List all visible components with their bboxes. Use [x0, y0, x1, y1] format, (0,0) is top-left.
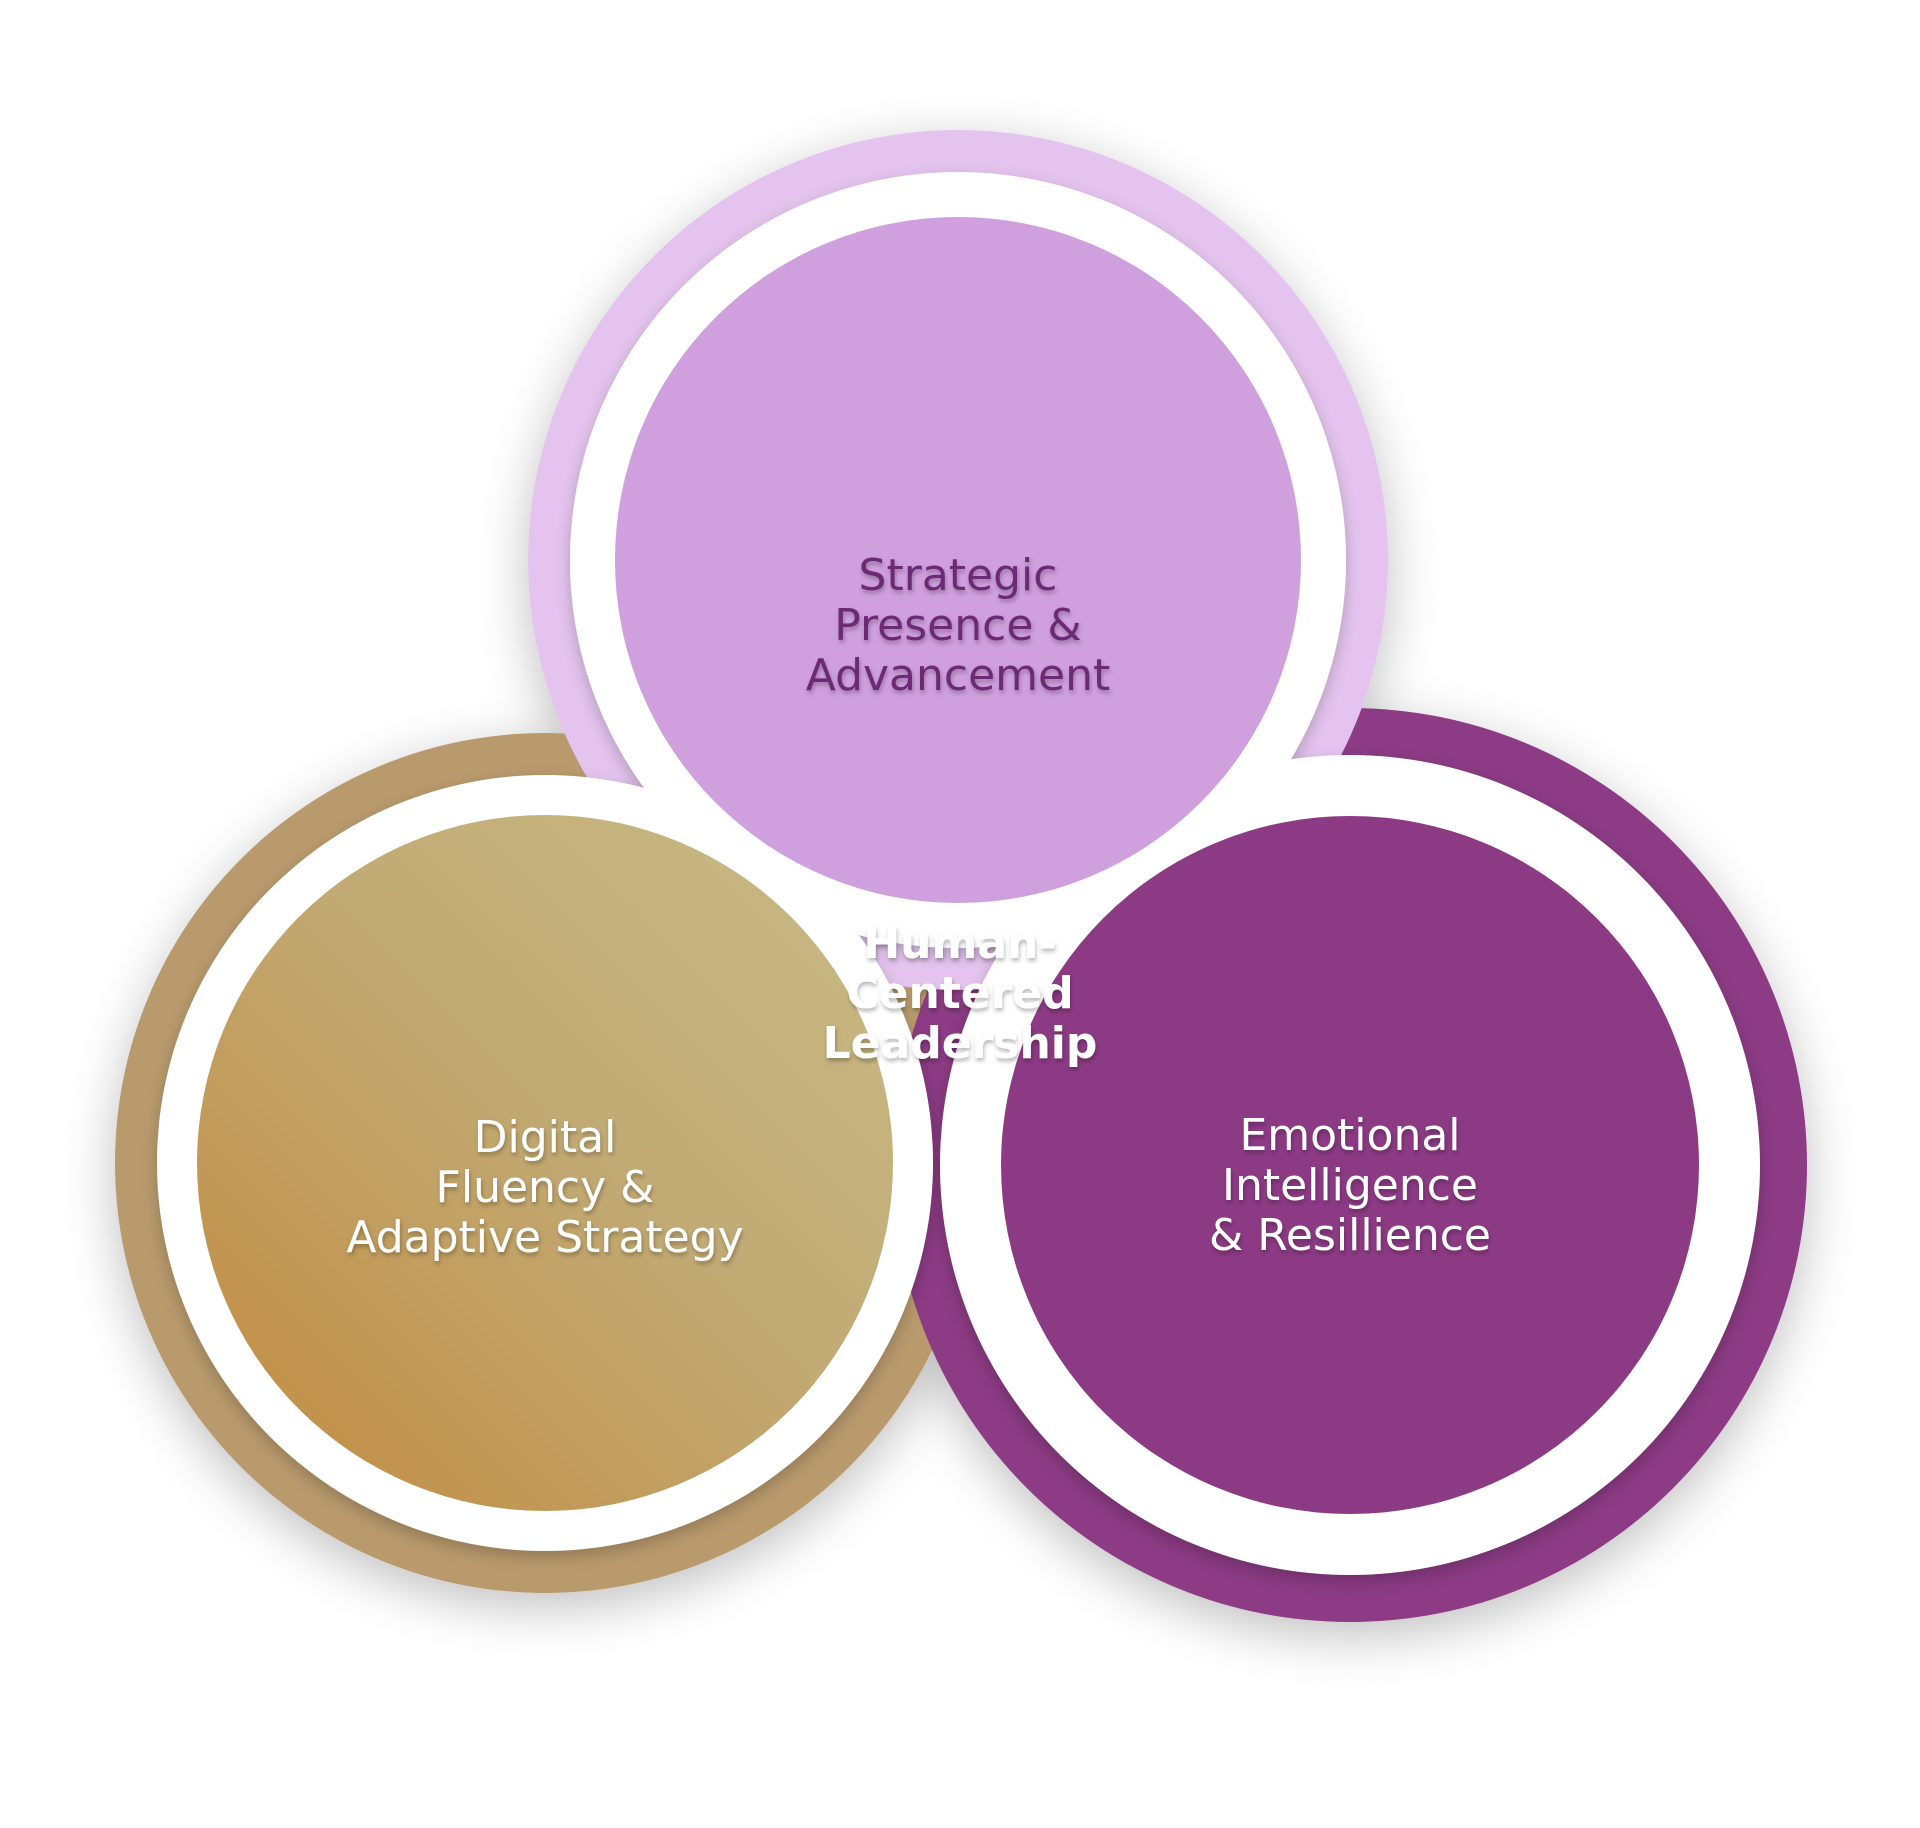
inner-circles	[197, 217, 1699, 1514]
label-top-line-1: Strategic	[859, 550, 1058, 601]
label-center: Human- Centered Leadership	[823, 918, 1098, 1069]
label-left: Digital Fluency & Adaptive Strategy	[346, 1112, 743, 1263]
label-top-line-2: Presence &	[834, 600, 1081, 651]
label-center-line-3: Leadership	[823, 1018, 1098, 1069]
circle-right	[1001, 816, 1699, 1514]
label-right-line-1: Emotional	[1239, 1110, 1460, 1161]
circle-left	[197, 815, 893, 1511]
label-center-line-2: Centered	[846, 968, 1073, 1019]
label-right-line-3: & Resillience	[1209, 1210, 1491, 1261]
label-center-line-1: Human-	[863, 918, 1056, 969]
label-top-line-3: Advancement	[806, 650, 1110, 701]
label-left-line-2: Fluency &	[436, 1162, 655, 1213]
label-top: Strategic Presence & Advancement	[806, 550, 1110, 701]
label-left-line-1: Digital	[474, 1112, 617, 1163]
label-left-line-3: Adaptive Strategy	[346, 1212, 743, 1263]
label-right: Emotional Intelligence & Resillience	[1209, 1110, 1491, 1261]
circle-top	[615, 217, 1301, 903]
label-right-line-2: Intelligence	[1222, 1160, 1478, 1211]
